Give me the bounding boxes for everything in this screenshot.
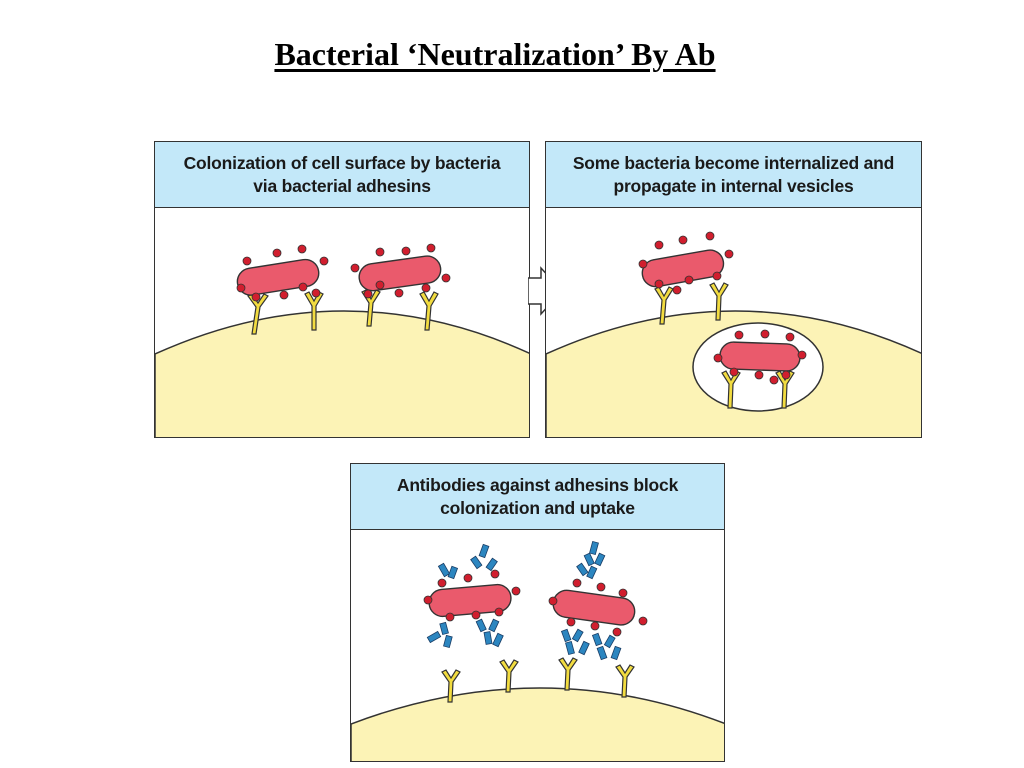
panel-header: Colonization of cell surface by bacteria… xyxy=(155,142,529,208)
internalization-diagram xyxy=(546,231,921,437)
panel-internalization: Some bacteria become internalized and pr… xyxy=(545,141,922,438)
colonization-diagram xyxy=(155,243,529,437)
panel-caption: Colonization of cell surface by bacteria… xyxy=(183,152,501,196)
receptor xyxy=(654,286,674,325)
antibody xyxy=(591,632,622,661)
receptor xyxy=(615,664,635,698)
receptor xyxy=(441,669,461,703)
antibody xyxy=(426,621,453,649)
antibody xyxy=(437,562,459,580)
adhesin-dots xyxy=(713,329,807,385)
receptor xyxy=(499,659,519,693)
adhesin-dots xyxy=(236,244,329,302)
antibody-block-diagram xyxy=(351,540,724,761)
antibody xyxy=(475,618,504,648)
adhesin-dots xyxy=(638,231,734,295)
bacterium xyxy=(719,341,801,372)
antibody xyxy=(576,540,606,580)
host-cell-surface xyxy=(155,310,529,437)
antibody xyxy=(470,543,498,572)
receptor xyxy=(558,657,578,691)
receptor xyxy=(247,293,269,335)
panel-caption: Some bacteria become internalized and pr… xyxy=(572,152,895,196)
panel-colonization: Colonization of cell surface by bacteria… xyxy=(154,141,530,438)
panel-header: Some bacteria become internalized and pr… xyxy=(546,142,921,208)
panel-caption: Antibodies against adhesins block coloni… xyxy=(396,474,679,518)
bacterium xyxy=(641,249,725,288)
host-cell-surface xyxy=(351,687,724,761)
bacterium xyxy=(236,258,320,296)
antibody xyxy=(560,628,590,656)
panel-antibody-block: Antibodies against adhesins block coloni… xyxy=(350,463,725,762)
adhesin-dots xyxy=(548,578,648,637)
adhesin-dots xyxy=(350,243,451,299)
receptor xyxy=(419,291,439,331)
receptor xyxy=(709,282,729,321)
slide-title: Bacterial ‘Neutralization’ By Ab xyxy=(274,36,716,72)
panel-header: Antibodies against adhesins block coloni… xyxy=(351,464,724,530)
adhesin-dots xyxy=(423,569,521,622)
